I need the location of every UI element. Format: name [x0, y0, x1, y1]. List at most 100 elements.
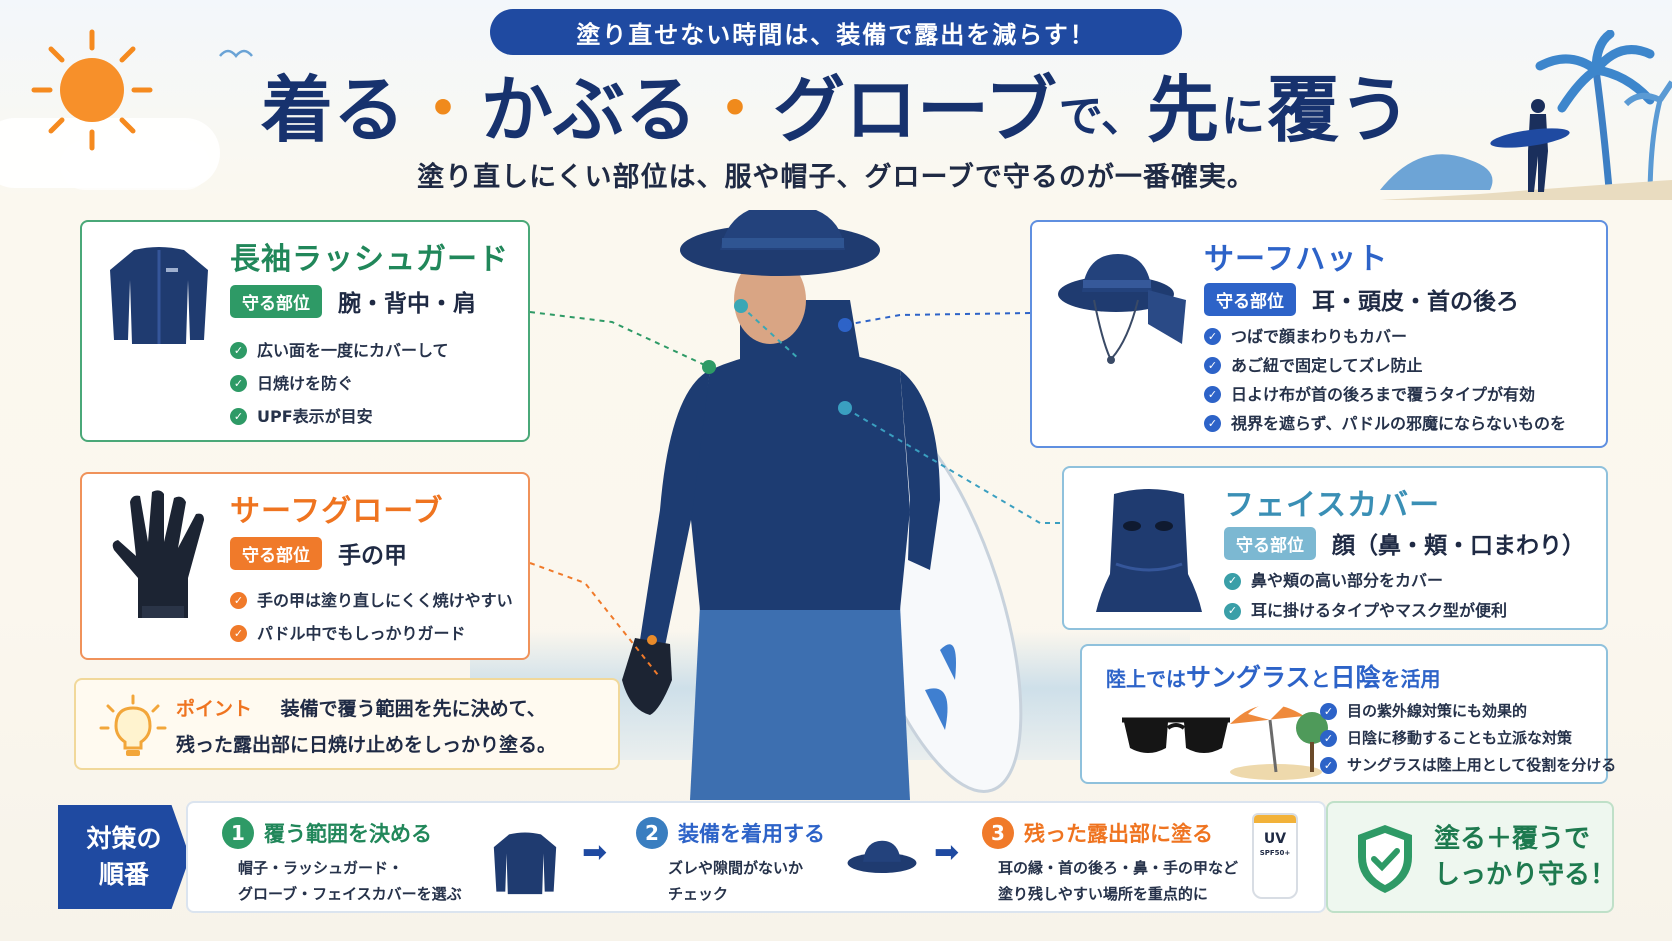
- list-item: ✓日陰に移動することも立派な対策: [1320, 725, 1616, 752]
- list-item: ✓鼻や頬の高い部分をカバー: [1224, 566, 1507, 596]
- glove-icon: [112, 490, 204, 618]
- hat-card: サーフハット 守る部位 耳・頭皮・首の後ろ ✓つばで顔まわりもカバー ✓あご紐で…: [1030, 220, 1608, 448]
- land-title-c: と: [1310, 667, 1331, 691]
- cloud-left-2: [60, 140, 210, 190]
- check-icon: ✓: [230, 342, 247, 359]
- title-glove: グローブ: [773, 68, 1057, 152]
- land-items: ✓目の紫外線対策にも効果的 ✓日陰に移動することも立派な対策 ✓サングラスは陸上…: [1320, 698, 1616, 779]
- rashguard-items: ✓広い面を一度にカバーして ✓日焼けを防ぐ ✓UPF表示が目安: [230, 334, 449, 433]
- title-de: で、: [1058, 91, 1145, 142]
- list-item: ✓広い面を一度にカバーして: [230, 334, 449, 367]
- check-icon: ✓: [1224, 572, 1241, 590]
- palm-tree-icon: [1535, 30, 1672, 200]
- lightbulb-icon: [99, 694, 167, 756]
- glove-title: サーフグローブ: [230, 494, 444, 529]
- point-card: ポイント 装備で覆う範囲を先に決めて、 残った露出部に日焼け止めをしっかり塗る。: [74, 678, 620, 770]
- glove-badge: 守る部位: [230, 536, 322, 570]
- top-banner: 塗り直せない時間は、装備で露出を減らす！: [490, 9, 1182, 55]
- order-label-line-2: 順番: [98, 860, 149, 889]
- hat-small-icon: [847, 840, 917, 873]
- facecover-title: フェイスカバー: [1224, 488, 1441, 523]
- point-text-1: 装備で覆う範囲を先に決めて、: [280, 698, 546, 720]
- check-icon: ✓: [1224, 602, 1241, 620]
- list-item: ✓日よけ布が首の後ろまで覆うタイプが有効: [1204, 380, 1566, 409]
- rashguard-badge: 守る部位: [230, 284, 322, 318]
- step-3-title: 3 残った露出部に塗る: [982, 817, 1213, 849]
- check-icon: ✓: [1204, 357, 1221, 374]
- list-item: ✓あご紐で固定してズレ防止: [1204, 351, 1566, 380]
- step-2-title-text: 装備を着用する: [678, 822, 825, 846]
- hat-parts-row: 守る部位 耳・頭皮・首の後ろ: [1204, 282, 1519, 316]
- point-text-2: 残った露出部に日焼け止めをしっかり塗る。: [176, 734, 557, 756]
- facecover-parts-row: 守る部位 顔（鼻・頬・口まわり）: [1224, 526, 1585, 560]
- title-cover: 覆う: [1266, 68, 1411, 152]
- step-3-desc-2: 塗り残しやすい場所を重点的に: [998, 885, 1208, 903]
- facecover-items: ✓鼻や頬の高い部分をカバー ✓耳に掛けるタイプやマスク型が便利: [1224, 566, 1507, 626]
- step-3-desc-1: 耳の縁・首の後ろ・鼻・手の甲など: [998, 859, 1239, 877]
- final-message-line-2: しっかり守る！: [1434, 860, 1617, 890]
- list-item: ✓目の紫外線対策にも効果的: [1320, 698, 1616, 725]
- land-title-d: 日陰: [1330, 663, 1381, 692]
- sunscreen-uv-label: UV: [1263, 831, 1287, 847]
- check-icon: ✓: [1320, 730, 1337, 747]
- check-icon: ✓: [230, 592, 247, 609]
- land-title-a: 陸上では: [1106, 667, 1186, 691]
- arrow-right-icon: ➡: [934, 835, 960, 870]
- step-2-desc-1: ズレや隙間がないか: [668, 859, 804, 877]
- title-separator-1: ・: [411, 73, 476, 147]
- step-3-desc: 耳の縁・首の後ろ・鼻・手の甲など 塗り残しやすい場所を重点的に: [998, 855, 1238, 907]
- list-item: ✓UPF表示が目安: [230, 400, 449, 433]
- page-title: 着る ・ かぶる ・ グローブ で、 先 に 覆う: [220, 62, 1452, 152]
- list-item: ✓つばで顔まわりもカバー: [1204, 322, 1566, 351]
- step-2-desc: ズレや隙間がないか チェック: [668, 855, 803, 907]
- list-item: ✓サングラスは陸上用として役割を分ける: [1320, 752, 1616, 779]
- glove-parts-row: 守る部位 手の甲: [230, 536, 407, 570]
- land-title-b: サングラス: [1186, 663, 1311, 692]
- step-3-number: 3: [982, 817, 1014, 849]
- sun-icon: [31, 29, 153, 151]
- step-1-title: 1 覆う範囲を決める: [222, 817, 432, 849]
- check-icon: ✓: [230, 625, 247, 642]
- subtitle: 塗り直しにくい部位は、服や帽子、グローブで守るのが一番確実。: [417, 162, 1255, 193]
- facecover-parts: 顔（鼻・頬・口まわり）: [1332, 533, 1585, 559]
- facecover-card: フェイスカバー 守る部位 顔（鼻・頬・口まわり） ✓鼻や頬の高い部分をカバー ✓…: [1062, 466, 1608, 630]
- final-message-line-1: 塗る＋覆うで: [1434, 824, 1591, 854]
- steps-container: 1 覆う範囲を決める 帽子・ラッシュガード・ グローブ・フェイスカバーを選ぶ ➡…: [186, 801, 1326, 913]
- hat-items: ✓つばで顔まわりもカバー ✓あご紐で固定してズレ防止 ✓日よけ布が首の後ろまで覆…: [1204, 322, 1566, 438]
- step-1-desc-2: グローブ・フェイスカバーを選ぶ: [238, 885, 462, 903]
- land-title: 陸上ではサングラスと日陰を活用: [1106, 658, 1441, 694]
- check-icon: ✓: [230, 408, 247, 425]
- rashguard-title: 長袖ラッシュガード: [230, 242, 509, 277]
- order-label: 対策の 順番: [58, 805, 190, 909]
- wave-decoration: [1380, 154, 1672, 200]
- title-ni: に: [1220, 91, 1265, 142]
- face-cover-icon: [1096, 489, 1202, 612]
- hat-title: サーフハット: [1204, 242, 1389, 277]
- sunscreen-icon: UV SPF50+: [1252, 813, 1298, 899]
- check-icon: ✓: [230, 375, 247, 392]
- step-2-number: 2: [636, 817, 668, 849]
- hat-icon: [1058, 254, 1186, 364]
- land-card: 陸上ではサングラスと日陰を活用 ✓目の紫外線対策にも効果的 ✓日陰に移動すること…: [1080, 644, 1616, 784]
- rashguard-parts-row: 守る部位 腕・背中・肩: [230, 284, 476, 318]
- title-saki: 先: [1146, 68, 1219, 152]
- beach-umbrella-icon: [1230, 703, 1328, 780]
- check-icon: ✓: [1320, 703, 1337, 720]
- check-icon: ✓: [1320, 757, 1337, 774]
- rashguard-icon: [110, 247, 208, 344]
- step-2-desc-2: チェック: [668, 885, 729, 903]
- land-title-e: を活用: [1380, 667, 1441, 691]
- check-icon: ✓: [1204, 328, 1221, 345]
- surfer-figure: [622, 210, 1023, 800]
- final-message-box: 塗る＋覆うで しっかり守る！: [1326, 801, 1617, 913]
- step-1-title-text: 覆う範囲を決める: [264, 822, 432, 846]
- list-item: ✓耳に掛けるタイプやマスク型が便利: [1224, 596, 1507, 626]
- hat-badge: 守る部位: [1204, 282, 1296, 316]
- rashguard-parts: 腕・背中・肩: [338, 291, 476, 317]
- glove-parts: 手の甲: [338, 543, 407, 569]
- rashguard-small-icon: [493, 832, 557, 895]
- arrow-right-icon: ➡: [582, 835, 608, 870]
- list-item: ✓日焼けを防ぐ: [230, 367, 449, 400]
- shield-check-icon: [1358, 825, 1412, 893]
- point-line-1: ポイント 装備で覆う範囲を先に決めて、: [176, 694, 546, 721]
